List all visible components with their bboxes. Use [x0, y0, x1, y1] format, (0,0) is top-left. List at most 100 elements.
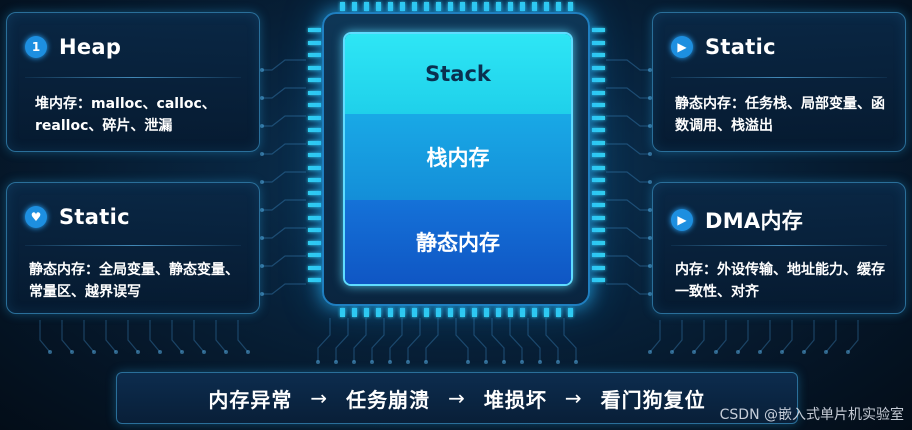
static-right-description: 静态内存：任务栈、局部变量、函数调用、栈溢出: [675, 96, 885, 134]
trace-node: [260, 96, 264, 100]
chip-pin: [340, 2, 345, 11]
trace-node: [260, 180, 264, 184]
chip-pin: [592, 253, 605, 257]
circuit-trace: [193, 320, 205, 353]
static-memory-layer: 静态内存: [345, 200, 571, 284]
chip-pin: [308, 265, 321, 270]
trace-node: [556, 360, 560, 364]
trace-node: [424, 360, 428, 364]
chip-pin: [340, 308, 345, 317]
trace-node: [370, 360, 374, 364]
chip-pin: [308, 128, 321, 132]
chip-pin: [592, 278, 605, 282]
chip-pin: [308, 153, 321, 157]
chip-pin: [592, 65, 605, 70]
circuit-trace: [715, 320, 727, 353]
trace-node: [48, 350, 52, 354]
circuit-trace: [606, 143, 650, 155]
chip-pin: [508, 2, 513, 11]
trace-node: [484, 360, 488, 364]
arrow-right-icon: →: [448, 386, 466, 410]
chip-pin: [412, 308, 417, 317]
trace-node: [648, 124, 652, 128]
trace-node: [158, 350, 162, 354]
circuit-trace: [335, 318, 349, 362]
circuit-trace: [455, 318, 469, 362]
trace-node: [648, 208, 652, 212]
circuit-trace: [473, 318, 487, 362]
chip-pin: [592, 140, 605, 145]
trace-node: [202, 350, 206, 354]
circuit-trace: [491, 318, 505, 362]
circuit-trace: [606, 255, 650, 267]
circuit-trace: [262, 87, 306, 99]
chip-pin: [424, 2, 429, 11]
chip-pin: [484, 308, 489, 317]
trace-node: [780, 350, 784, 354]
trace-node: [352, 360, 356, 364]
chip-pin: [592, 28, 605, 32]
shield-heart-icon: ♥: [25, 206, 47, 228]
chip-pin: [308, 78, 321, 82]
circuit-trace: [825, 320, 837, 353]
circuit-trace: [262, 283, 306, 295]
chip-pin: [376, 2, 381, 11]
chip-pin: [308, 203, 321, 207]
circuit-trace: [389, 318, 403, 362]
circuit-trace: [527, 318, 541, 362]
heap-description: 堆内存：malloc、calloc、realloc、碎片、泄漏: [35, 96, 216, 134]
heap-card: 1 Heap 堆内存：malloc、calloc、realloc、碎片、泄漏: [6, 12, 260, 152]
chip-pin: [460, 308, 465, 317]
chip-pin: [592, 265, 605, 270]
circuit-trace: [262, 171, 306, 183]
trace-node: [648, 292, 652, 296]
trace-node: [824, 350, 828, 354]
trace-node: [648, 350, 652, 354]
trace-node: [406, 360, 410, 364]
chip-pin: [388, 2, 393, 11]
chip-pin: [308, 253, 321, 257]
static-right-title: Static: [705, 35, 776, 59]
divider: [25, 245, 241, 246]
circuit-trace: [425, 318, 439, 362]
chip-pin: [544, 308, 549, 317]
circuit-trace: [262, 199, 306, 211]
trace-node: [648, 180, 652, 184]
chip-pin: [532, 2, 537, 11]
trace-node: [802, 350, 806, 354]
chip-pin: [308, 190, 321, 195]
chip-pin: [308, 165, 321, 170]
chip-pin: [592, 40, 605, 45]
circuit-trace: [262, 143, 306, 155]
circuit-trace: [606, 227, 650, 239]
trace-node: [260, 236, 264, 240]
chip-pin: [460, 2, 465, 11]
chip-pin: [308, 278, 321, 282]
circuit-trace: [649, 320, 661, 353]
trace-node: [92, 350, 96, 354]
heap-title: Heap: [59, 35, 122, 59]
trace-node: [260, 264, 264, 268]
static-right-header: ▶ Static: [671, 35, 776, 59]
chip-pin: [308, 40, 321, 45]
circuit-trace: [606, 171, 650, 183]
static-left-header: ♥ Static: [25, 205, 130, 229]
chip-pin: [436, 2, 441, 11]
circuit-trace: [317, 318, 331, 362]
static-left-title: Static: [59, 205, 130, 229]
chip-pin: [308, 90, 321, 95]
chip-pin: [352, 2, 357, 11]
trace-node: [260, 68, 264, 72]
circuit-trace: [237, 320, 249, 353]
trace-node: [334, 360, 338, 364]
circuit-trace: [83, 320, 95, 353]
chip-pin: [308, 178, 321, 182]
trace-node: [648, 236, 652, 240]
failure-chain-banner: 内存异常 → 任务崩溃 → 堆损坏 → 看门狗复位: [116, 372, 798, 424]
trace-node: [758, 350, 762, 354]
trace-node: [574, 360, 578, 364]
circuit-trace: [262, 115, 306, 127]
dma-description: 内存：外设传输、地址能力、缓存一致性、对齐: [675, 262, 885, 300]
chip-pin: [388, 308, 393, 317]
circuit-trace: [737, 320, 749, 353]
